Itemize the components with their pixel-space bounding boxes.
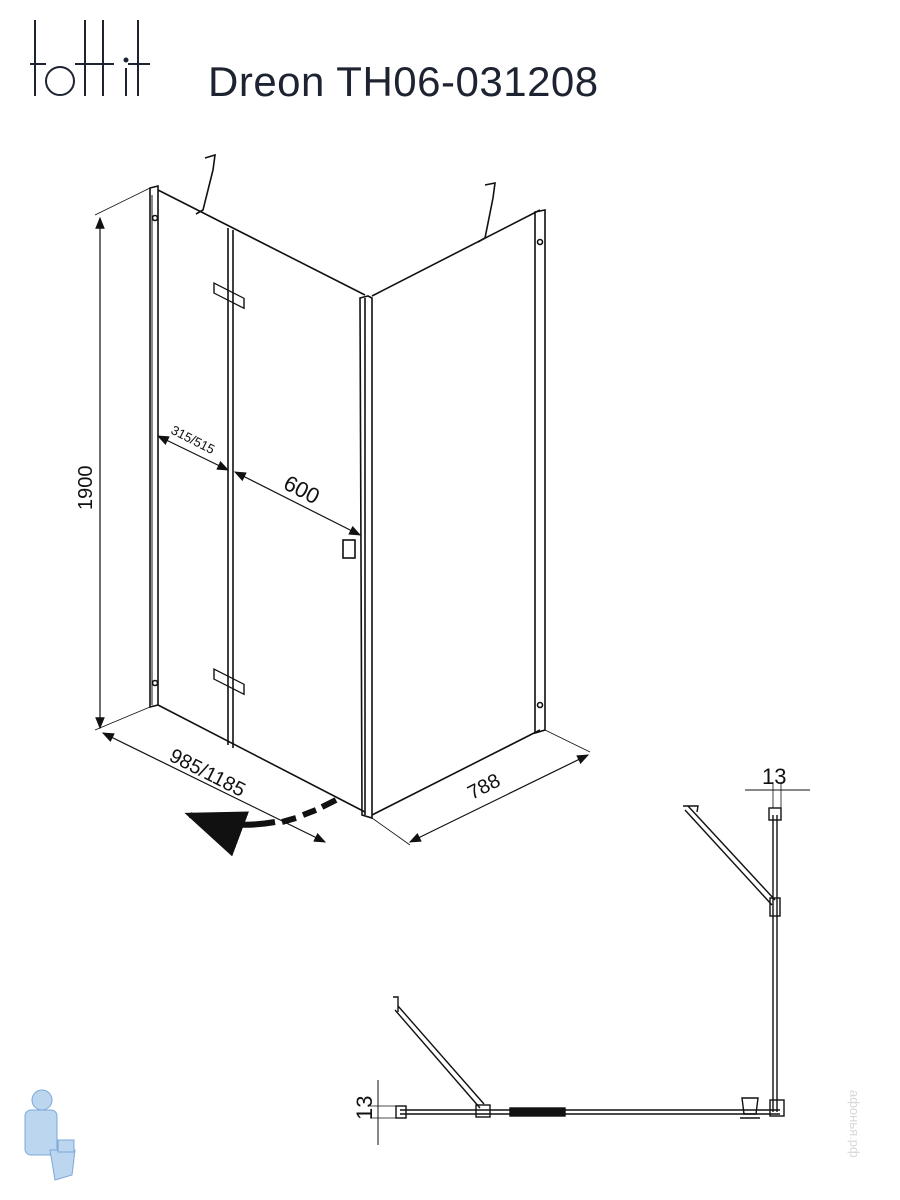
left-profile-label: 13 [352,1096,377,1120]
door-width-label: 600 [280,470,324,509]
plumber-mascot-icon [24,1089,76,1181]
model-title: Dreon TH06-031208 [208,58,599,105]
height-label: 1900 [75,466,97,511]
stabilizer-bar-left [195,153,216,215]
fixed-panel-label: 315/515 [169,422,218,457]
dimension-labels: 1900 985/1185 788 600 315/515 13 13 [75,422,786,1120]
corner-post [359,295,373,820]
top-profile-label: 13 [762,764,786,789]
brand-logo [25,18,170,108]
isometric-view [94,153,591,857]
watermark: афонья.рф [847,1090,862,1158]
swing-arrow [184,811,276,857]
right-wall-profile [534,209,546,735]
front-width-label: 985/1185 [166,745,249,802]
door-handle [342,539,356,559]
left-wall-profile [149,184,159,709]
tottit-logo-icon [25,20,150,96]
plan-view [370,782,810,1145]
stabilizer-bar-right [477,181,496,243]
